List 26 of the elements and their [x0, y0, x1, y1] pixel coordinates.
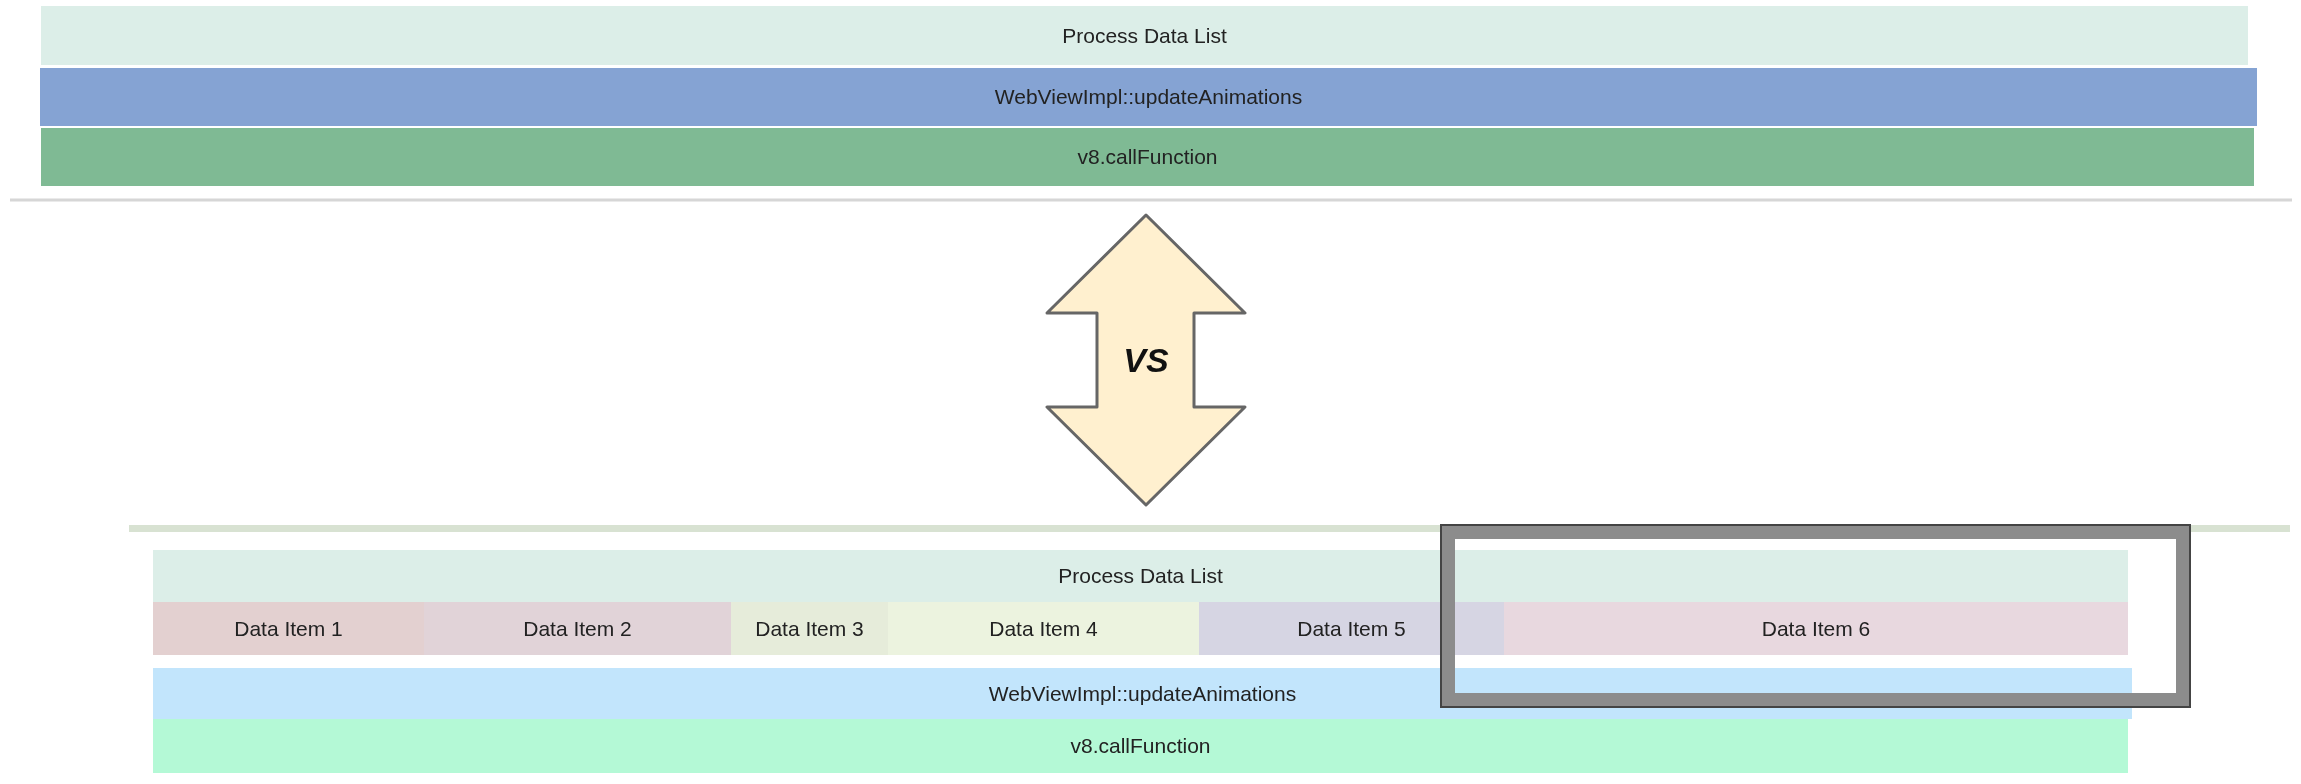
double-arrow — [1045, 213, 1247, 507]
flame-bar — [41, 6, 2248, 65]
bar-label: Data Item 5 — [1297, 616, 1406, 641]
flame-bar — [1504, 602, 2128, 655]
bar-label: Data Item 1 — [234, 616, 343, 641]
flame-bar — [424, 602, 731, 655]
bar-label: Data Item 3 — [755, 616, 864, 641]
flame-bar — [153, 668, 2132, 719]
flame-bar — [888, 602, 1199, 655]
bar-label: Data Item 2 — [523, 616, 632, 641]
edge-label: VS — [1122, 340, 1170, 380]
flame-bar — [41, 128, 2254, 186]
bar-label: WebViewImpl::updateAnimations — [994, 85, 1303, 109]
flame-bar — [153, 602, 424, 655]
flame-bar — [731, 602, 888, 655]
bar-label: v8.callFunction — [1070, 734, 1211, 758]
flame-bar — [153, 719, 2128, 773]
bar-label: Process Data List — [1058, 564, 1223, 588]
bar-label: Process Data List — [1062, 23, 1227, 48]
flame-bar — [40, 68, 2257, 126]
bar-label: Data Item 6 — [1761, 616, 1871, 641]
bar-label: Data Item 4 — [989, 616, 1098, 641]
bar-label: WebViewImpl::updateAnimations — [988, 681, 1297, 706]
bar-label: v8.callFunction — [1077, 145, 1218, 169]
flame-bar — [153, 550, 2128, 602]
flame-bar — [1199, 602, 1504, 655]
